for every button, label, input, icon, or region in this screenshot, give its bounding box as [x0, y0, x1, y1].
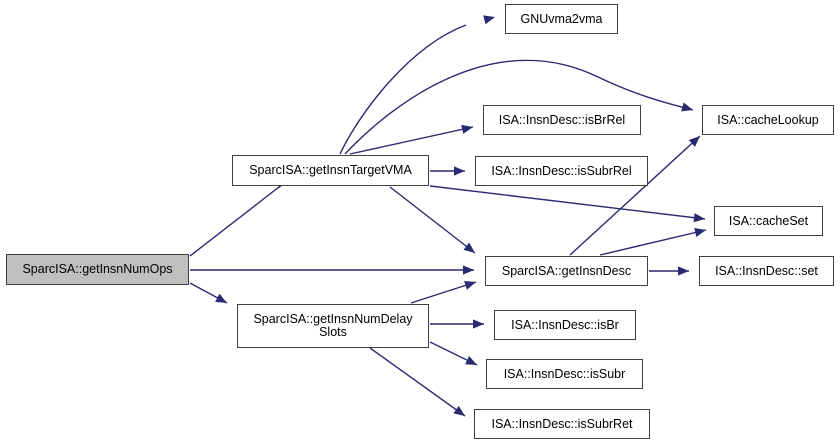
- edge-getInsnTargetVMA-cacheLookup-arrowhead: [681, 102, 693, 112]
- node-isBr[interactable]: ISA::InsnDesc::isBr: [494, 310, 636, 340]
- node-cacheLookup[interactable]: ISA::cacheLookup: [702, 105, 834, 135]
- edge-getInsnNumOps-getInsnNumDelaySlots-arrowhead: [215, 293, 227, 303]
- edge-getInsnNumDelaySlots-getInsnDesc: [410, 281, 477, 304]
- edge-getInsnTargetVMA-isBrRel: [349, 126, 474, 155]
- node-GNUvma2vma[interactable]: GNUvma2vma: [505, 4, 618, 34]
- node-label-isSubr: ISA::InsnDesc::isSubr: [503, 366, 626, 381]
- edge-getInsnTargetVMA-cacheSet-arrowhead: [693, 213, 705, 223]
- edge-getInsnDesc-cacheLookup-arrowhead: [688, 136, 700, 147]
- edge-getInsnDesc-InsnDescSet-arrowhead: [678, 266, 689, 276]
- edge-getInsnTargetVMA-getInsnDesc-arrowhead: [463, 242, 475, 253]
- edge-getInsnNumOps-getInsnDesc-arrowhead: [463, 265, 474, 275]
- node-label-isSubrRel: ISA::InsnDesc::isSubrRel: [491, 163, 632, 178]
- node-InsnDescSet[interactable]: ISA::InsnDesc::set: [699, 256, 834, 286]
- edge-getInsnNumOps-getInsnNumDelaySlots: [189, 282, 228, 304]
- node-isSubr[interactable]: ISA::InsnDesc::isSubr: [486, 359, 643, 389]
- edge-getInsnTargetVMA-GNUvma2vma: [339, 24, 467, 155]
- edge-getInsnDesc-cacheLookup: [569, 135, 701, 256]
- node-label-getInsnDesc: SparcISA::getInsnDesc: [501, 263, 632, 278]
- edge-getInsnNumDelaySlots-isSubrRet-arrowhead: [453, 405, 465, 416]
- node-label-cacheLookup: ISA::cacheLookup: [717, 112, 819, 127]
- node-cacheSet[interactable]: ISA::cacheSet: [714, 206, 823, 236]
- edge-getInsnNumOps-getInsnTargetVMA: [189, 179, 289, 257]
- node-isSubrRel[interactable]: ISA::InsnDesc::isSubrRel: [475, 156, 648, 186]
- edge-getInsnTargetVMA-cacheSet: [429, 185, 706, 220]
- node-getInsnDesc[interactable]: SparcISA::getInsnDesc: [485, 256, 648, 286]
- edge-getInsnNumDelaySlots-isBr-arrowhead: [473, 319, 484, 329]
- node-isSubrRet[interactable]: ISA::InsnDesc::isSubrRet: [474, 409, 650, 439]
- edge-getInsnTargetVMA-isBrRel-arrowhead: [461, 124, 473, 134]
- edge-getInsnTargetVMA-GNUvma2vma-arrowhead: [483, 15, 495, 25]
- node-label-GNUvma2vma: GNUvma2vma: [520, 11, 603, 26]
- node-isBrRel[interactable]: ISA::InsnDesc::isBrRel: [483, 105, 641, 135]
- node-getInsnTargetVMA[interactable]: SparcISA::getInsnTargetVMA: [232, 155, 429, 186]
- node-label-isBrRel: ISA::InsnDesc::isBrRel: [498, 112, 626, 127]
- node-label-isSubrRet: ISA::InsnDesc::isSubrRet: [491, 416, 633, 431]
- edge-getInsnTargetVMA-isSubrRel-arrowhead: [454, 166, 465, 176]
- node-label-getInsnNumOps: SparcISA::getInsnNumOps: [22, 262, 173, 276]
- edge-getInsnNumDelaySlots-isSubrRet: [369, 347, 466, 417]
- edge-getInsnNumDelaySlots-isSubr-arrowhead: [465, 356, 477, 365]
- edge-getInsnNumDelaySlots-isSubr: [429, 341, 478, 366]
- node-label-getInsnNumDelaySlots: SparcISA::getInsnNumDelay Slots: [253, 312, 413, 339]
- edge-getInsnTargetVMA-getInsnDesc: [389, 186, 476, 254]
- node-label-getInsnTargetVMA: SparcISA::getInsnTargetVMA: [249, 163, 412, 177]
- node-label-cacheSet: ISA::cacheSet: [728, 213, 809, 228]
- node-label-isBr: ISA::InsnDesc::isBr: [511, 317, 619, 332]
- node-getInsnNumOps[interactable]: SparcISA::getInsnNumOps: [6, 254, 189, 285]
- edge-getInsnNumDelaySlots-getInsnDesc-arrowhead: [464, 281, 476, 290]
- node-label-InsnDescSet: ISA::InsnDesc::set: [715, 263, 818, 278]
- node-getInsnNumDelaySlots[interactable]: SparcISA::getInsnNumDelay Slots: [237, 304, 429, 348]
- edge-getInsnDesc-cacheSet-arrowhead: [694, 228, 706, 238]
- edge-getInsnDesc-cacheSet: [599, 229, 707, 256]
